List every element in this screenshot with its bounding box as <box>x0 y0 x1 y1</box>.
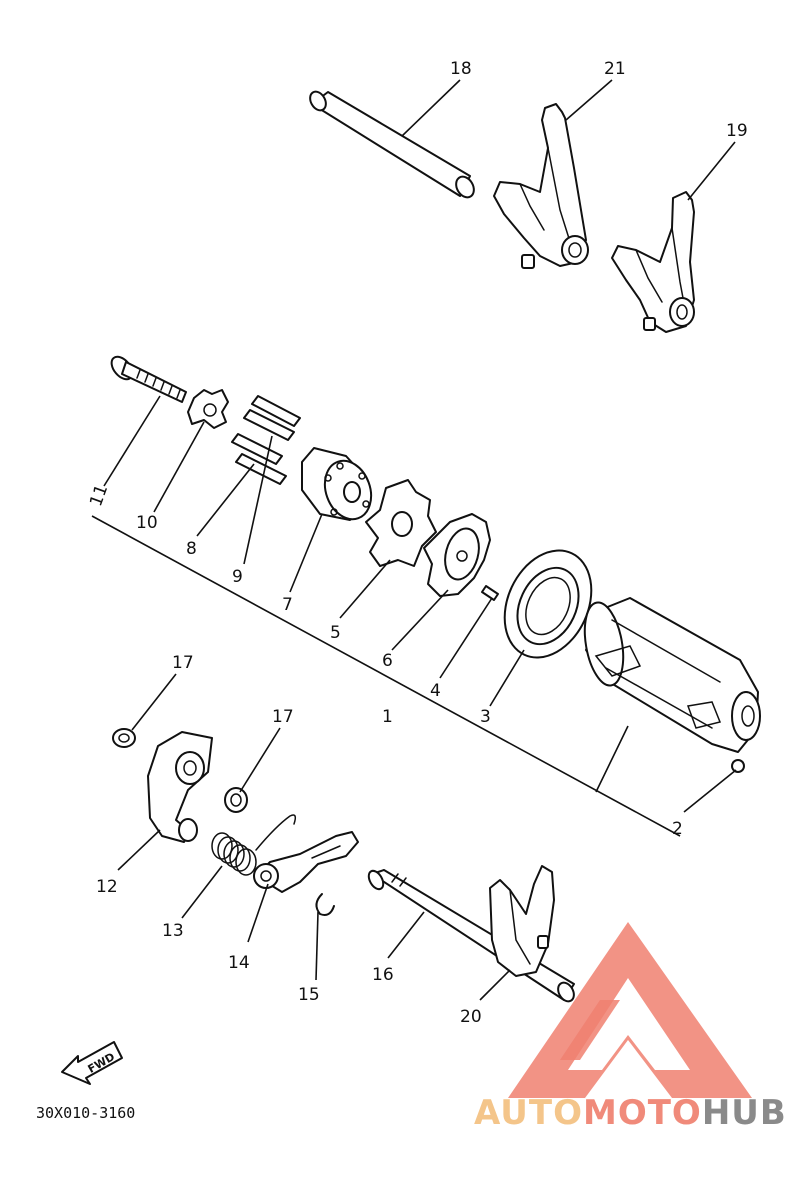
callout-11: 11 <box>86 482 112 509</box>
callout-14: 14 <box>228 953 250 973</box>
watermark-moto: MOTO <box>583 1093 702 1133</box>
circlip-17-left <box>112 728 136 748</box>
stopper-10 <box>187 389 229 429</box>
callout-3: 3 <box>480 707 491 727</box>
plate-6 <box>423 513 491 597</box>
callout-18: 18 <box>450 59 472 79</box>
callout-12: 12 <box>96 877 118 897</box>
callout-6: 6 <box>382 651 393 671</box>
callout-21: 21 <box>604 59 626 79</box>
callout-1: 1 <box>382 707 393 727</box>
spring-13 <box>211 814 297 876</box>
diagram-code: 30X010-3160 <box>36 1104 135 1122</box>
callout-17-left: 17 <box>172 653 194 673</box>
watermark-text: AUTOMOTOHUB <box>474 1093 787 1133</box>
circlip-17-right <box>224 787 248 813</box>
shift-cam-2 <box>583 597 761 773</box>
fwd-arrow-icon: FWD <box>61 1041 123 1085</box>
pin-4 <box>481 585 499 601</box>
callout-7: 7 <box>282 595 293 615</box>
circlip-15 <box>315 893 335 916</box>
callout-8: 8 <box>186 539 197 559</box>
callout-10: 10 <box>136 513 158 533</box>
callout-19: 19 <box>726 121 748 141</box>
callout-9: 9 <box>232 567 243 587</box>
bolt-11 <box>110 355 187 403</box>
shift-arm-12 <box>147 731 213 843</box>
callout-13: 13 <box>162 921 184 941</box>
watermark-logo-icon <box>508 922 752 1098</box>
pins-9 <box>243 395 301 441</box>
assembly-line <box>91 515 681 837</box>
pins-8 <box>231 433 287 485</box>
watermark-auto: AUTO <box>474 1093 583 1133</box>
callout-5: 5 <box>330 623 341 643</box>
callout-4: 4 <box>430 681 441 701</box>
bearing-3 <box>503 549 593 659</box>
callout-15: 15 <box>298 985 320 1005</box>
callout-16: 16 <box>372 965 394 985</box>
plate-5 <box>365 479 437 567</box>
callout-20: 20 <box>460 1007 482 1027</box>
shift-fork-19 <box>611 191 695 333</box>
leader-lines <box>103 79 737 1001</box>
callout-2: 2 <box>672 819 683 839</box>
shift-fork-20 <box>489 865 555 977</box>
callout-17-right: 17 <box>272 707 294 727</box>
lever-14 <box>253 831 359 893</box>
watermark-hub: HUB <box>702 1093 787 1133</box>
segment-7 <box>301 447 373 521</box>
guide-bar-18 <box>309 90 475 199</box>
shift-fork-21 <box>493 103 589 269</box>
